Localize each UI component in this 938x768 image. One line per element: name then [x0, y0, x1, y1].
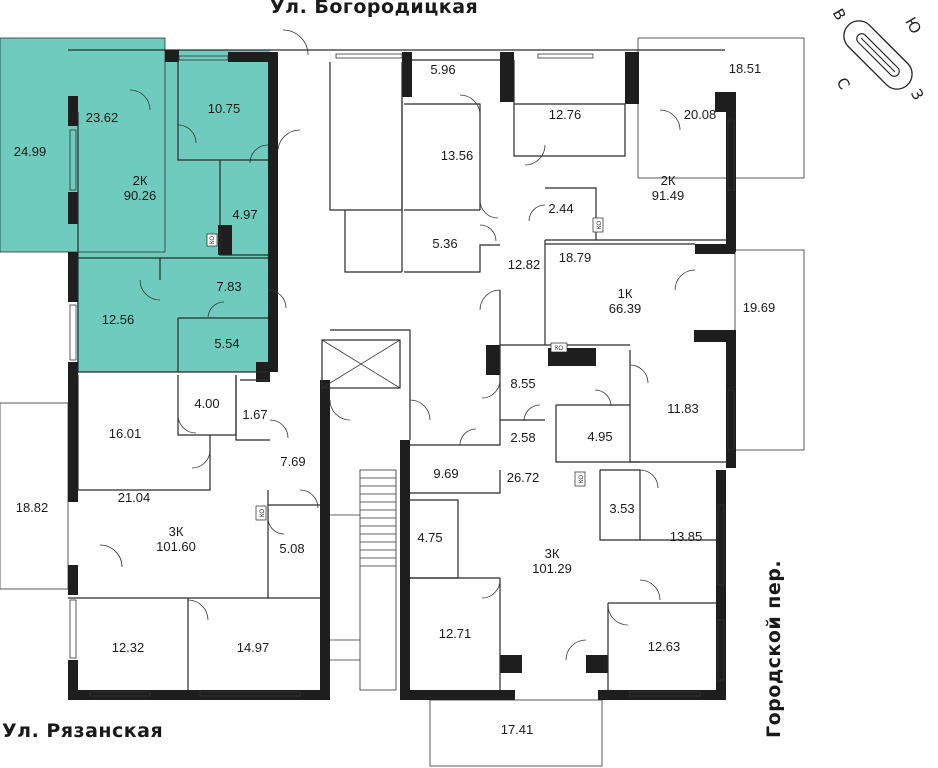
- room-label: 12.32: [112, 640, 145, 655]
- room-label: 4.95: [587, 429, 612, 444]
- svg-text:КО: КО: [597, 221, 603, 229]
- room-label: 10.75: [208, 101, 241, 116]
- partitions: [68, 59, 726, 690]
- room-label: 18.51: [729, 61, 762, 76]
- svg-text:91.49: 91.49: [652, 188, 685, 203]
- room-label: 13.85: [670, 529, 703, 544]
- room-label: 14.97: [237, 640, 270, 655]
- room-label: 2.44: [548, 201, 573, 216]
- apartment-label-2k-a: 2К 90.26: [124, 173, 157, 203]
- street-bottom-label: Ул. Рязанская: [2, 720, 163, 742]
- svg-text:90.26: 90.26: [124, 188, 157, 203]
- street-right-label: Городской пер.: [763, 560, 785, 738]
- room-label: 9.69: [433, 466, 458, 481]
- svg-text:101.60: 101.60: [156, 539, 196, 554]
- room-label: 7.83: [216, 279, 241, 294]
- svg-text:3К: 3К: [169, 524, 184, 539]
- windows: [69, 53, 735, 697]
- room-label: 12.63: [648, 639, 681, 654]
- room-label: 18.82: [16, 500, 49, 515]
- room-label: 5.96: [430, 62, 455, 77]
- apartment-label-3k-a: 3К 101.60: [156, 524, 196, 554]
- room-label: 5.54: [214, 336, 239, 351]
- compass-west: З: [907, 86, 927, 103]
- room-label: 23.62: [86, 110, 119, 125]
- room-label: 8.55: [510, 376, 535, 391]
- room-label: 4.97: [232, 207, 257, 222]
- room-label: 26.72: [507, 470, 540, 485]
- walls: [68, 50, 736, 700]
- room-labels: 24.99 23.62 10.75 4.97 7.83 12.56 5.54 5…: [14, 61, 776, 737]
- apartment-label-2k-b: 2К 91.49: [652, 173, 685, 203]
- room-label: 4.75: [417, 530, 442, 545]
- compass-north: С: [833, 74, 854, 92]
- doors: [99, 29, 696, 661]
- room-label: 11.83: [667, 401, 699, 416]
- staircase: [330, 469, 397, 691]
- svg-text:1К: 1К: [618, 286, 633, 301]
- svg-text:КО: КО: [260, 509, 266, 517]
- room-label: 5.36: [432, 236, 457, 251]
- highlighted-apartment-2k[interactable]: [0, 38, 270, 372]
- room-label: 12.82: [508, 257, 541, 272]
- room-label: 12.76: [549, 107, 582, 122]
- room-label: 1.67: [242, 407, 267, 422]
- svg-text:КО: КО: [555, 346, 563, 352]
- utility-markers: КО КО КО КО КО: [206, 217, 604, 521]
- compass-rose: [843, 20, 913, 90]
- compass-east: В: [829, 6, 850, 24]
- room-label: 7.69: [280, 454, 305, 469]
- room-label: 4.00: [194, 396, 219, 411]
- svg-text:2К: 2К: [133, 173, 148, 188]
- room-label: 2.58: [510, 430, 535, 445]
- room-label: 21.04: [118, 490, 151, 505]
- apartment-label-3k-b: 3К 101.29: [532, 546, 572, 576]
- street-top-label: Ул. Богородицкая: [270, 0, 478, 18]
- svg-text:2К: 2К: [661, 173, 676, 188]
- room-label: 5.08: [279, 541, 304, 556]
- room-label: 12.56: [102, 312, 135, 327]
- room-label: 18.79: [559, 250, 592, 265]
- room-label: 13.56: [441, 148, 474, 163]
- room-label: 12.71: [439, 626, 472, 641]
- svg-text:66.39: 66.39: [609, 301, 642, 316]
- room-label: 20.08: [684, 107, 717, 122]
- svg-text:101.29: 101.29: [532, 561, 572, 576]
- room-label: 19.69: [743, 300, 776, 315]
- svg-text:КО: КО: [210, 236, 216, 244]
- svg-text:КО: КО: [579, 475, 585, 483]
- room-label: 17.41: [501, 722, 534, 737]
- apartment-label-1k: 1К 66.39: [609, 286, 642, 316]
- compass-south: Ю: [901, 14, 925, 37]
- elevator-shaft: [321, 339, 401, 389]
- room-label: 24.99: [14, 144, 47, 159]
- room-label: 16.01: [109, 426, 142, 441]
- room-label: 3.53: [609, 501, 634, 516]
- svg-text:3К: 3К: [545, 546, 560, 561]
